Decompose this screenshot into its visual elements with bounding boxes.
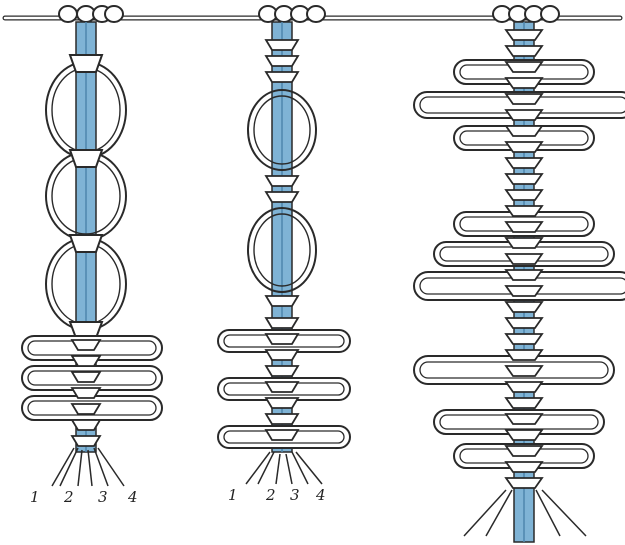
strand-label: 4 bbox=[127, 488, 138, 506]
strand-label: 3 bbox=[98, 488, 108, 506]
sinnet-knot bbox=[506, 318, 542, 328]
sinnet-knot bbox=[506, 478, 542, 488]
sinnet-knot bbox=[506, 270, 542, 280]
figure-middle-sample: 1 2 3 4 bbox=[218, 6, 350, 504]
sinnet-knot bbox=[506, 286, 542, 296]
sinnet-knot bbox=[506, 302, 542, 312]
sinnet-knot bbox=[506, 238, 542, 248]
sinnet-knot bbox=[506, 94, 542, 104]
sinnet-knot bbox=[506, 254, 542, 264]
sinnet-knot bbox=[506, 174, 542, 184]
sinnet-knot bbox=[506, 334, 542, 344]
sinnet-knot bbox=[506, 142, 542, 152]
sinnet-knot bbox=[506, 62, 542, 72]
sinnet-knot bbox=[506, 78, 542, 88]
figure-left-sample: 1 2 3 4 bbox=[22, 6, 162, 506]
figure-right-sample bbox=[414, 6, 625, 542]
strand-labels-middle: 1 2 3 4 bbox=[228, 486, 326, 504]
sinnet-knot bbox=[506, 446, 542, 456]
sinnet-knot bbox=[506, 206, 542, 216]
mounting-knots-left bbox=[59, 6, 123, 22]
strand-label: 4 bbox=[315, 486, 326, 504]
strand-labels-left: 1 2 3 4 bbox=[30, 488, 138, 506]
sinnet-knot bbox=[506, 126, 542, 136]
strand-ends-left bbox=[52, 448, 124, 486]
sinnet-knot bbox=[506, 430, 542, 440]
sinnet-knot bbox=[506, 158, 542, 168]
sinnet-knot bbox=[506, 30, 542, 40]
sinnet-right bbox=[506, 30, 542, 488]
sinnet-knot bbox=[506, 46, 542, 56]
sinnet-knot bbox=[506, 398, 542, 408]
sinnet-knot bbox=[506, 366, 542, 376]
sinnet-knot bbox=[506, 382, 542, 392]
sinnet-knot bbox=[506, 350, 542, 360]
sinnet-knot bbox=[506, 222, 542, 232]
sinnet-knot bbox=[506, 190, 542, 200]
sinnet-knot bbox=[506, 462, 542, 472]
strand-ends-middle bbox=[246, 452, 322, 484]
sinnet-knot bbox=[506, 414, 542, 424]
strand-label: 3 bbox=[290, 486, 300, 504]
sinnet-knot bbox=[506, 110, 542, 120]
strand-label: 2 bbox=[265, 486, 276, 504]
strand-label: 2 bbox=[63, 488, 74, 506]
strand-label: 1 bbox=[228, 486, 238, 504]
strand-label: 1 bbox=[30, 488, 40, 506]
